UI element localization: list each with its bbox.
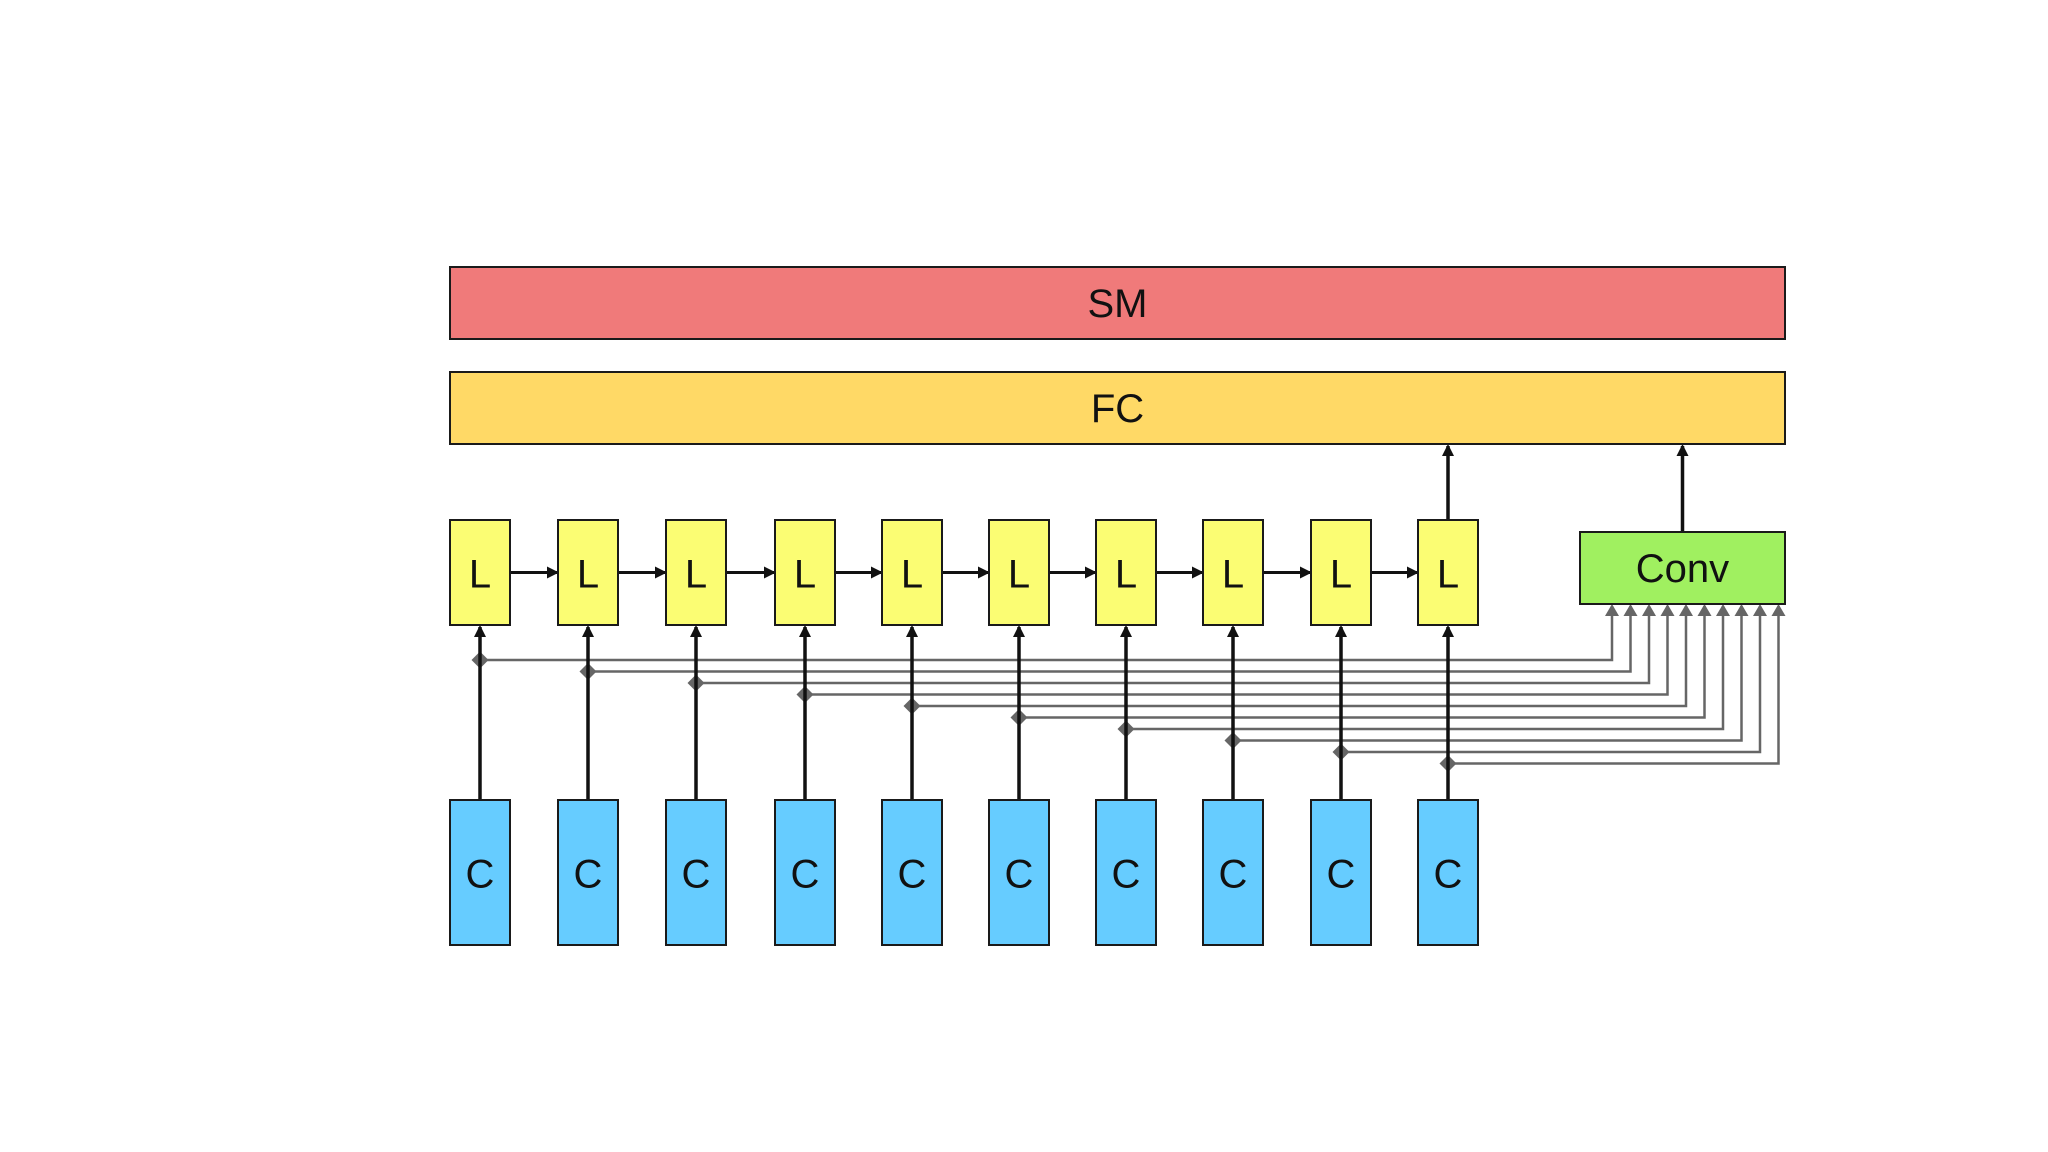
lstm-cell: L: [449, 519, 511, 626]
cnn-input-label: C: [1434, 853, 1463, 897]
conv-connector-line: [588, 604, 1638, 673]
conv-connector-line: [805, 604, 1675, 696]
cnn-input-box: C: [557, 799, 619, 946]
lstm-cell-label: L: [1115, 553, 1137, 597]
conv-block: Conv: [1579, 531, 1786, 605]
lstm-cell: L: [1095, 519, 1157, 626]
cnn-input-box: C: [1202, 799, 1264, 946]
conv-label: Conv: [1636, 547, 1729, 591]
cnn-input-label: C: [574, 853, 603, 897]
cnn-input-box: C: [1095, 799, 1157, 946]
cnn-input-box: C: [881, 799, 943, 946]
cnn-input-label: C: [898, 853, 927, 897]
lstm-cell-label: L: [1330, 553, 1352, 597]
lstm-cell: L: [774, 519, 836, 626]
lstm-cell-label: L: [685, 553, 707, 597]
lstm-cell-label: L: [901, 553, 923, 597]
softmax-layer: SM: [449, 266, 1786, 340]
fully-connected-label: FC: [1091, 387, 1144, 431]
cnn-input-label: C: [1327, 853, 1356, 897]
cnn-input-box: C: [988, 799, 1050, 946]
lstm-cell-label: L: [1008, 553, 1030, 597]
lstm-cell-label: L: [1222, 553, 1244, 597]
conv-connector-line: [1341, 604, 1767, 754]
flow-arrows: [474, 444, 1689, 800]
lstm-cell: L: [1417, 519, 1479, 626]
cnn-input-box: C: [1417, 799, 1479, 946]
cnn-input-label: C: [682, 853, 711, 897]
softmax-label: SM: [1088, 282, 1148, 326]
lstm-cell: L: [665, 519, 727, 626]
lstm-cell: L: [557, 519, 619, 626]
conv-connector-line: [912, 604, 1693, 708]
cnn-input-label: C: [1005, 853, 1034, 897]
conv-connector-line: [480, 604, 1619, 662]
conv-connector-line: [1126, 604, 1730, 731]
fully-connected-layer: FC: [449, 371, 1786, 445]
cnn-input-box: C: [774, 799, 836, 946]
lstm-cell: L: [1202, 519, 1264, 626]
conv-input-connectors: [471, 604, 1786, 772]
lstm-cell-label: L: [469, 553, 491, 597]
lstm-cell-label: L: [794, 553, 816, 597]
cnn-input-box: C: [449, 799, 511, 946]
lstm-cell: L: [1310, 519, 1372, 626]
conv-connector-line: [1233, 604, 1749, 742]
cnn-input-label: C: [1112, 853, 1141, 897]
cnn-input-label: C: [791, 853, 820, 897]
cnn-input-label: C: [466, 853, 495, 897]
cnn-input-label: C: [1219, 853, 1248, 897]
conv-connector-line: [1019, 604, 1712, 719]
lstm-cell: L: [881, 519, 943, 626]
conv-connector-line: [696, 604, 1656, 685]
lstm-cell: L: [988, 519, 1050, 626]
conv-connector-line: [1448, 604, 1786, 765]
cnn-input-box: C: [665, 799, 727, 946]
cnn-input-box: C: [1310, 799, 1372, 946]
lstm-cell-label: L: [1437, 553, 1459, 597]
lstm-cell-label: L: [577, 553, 599, 597]
